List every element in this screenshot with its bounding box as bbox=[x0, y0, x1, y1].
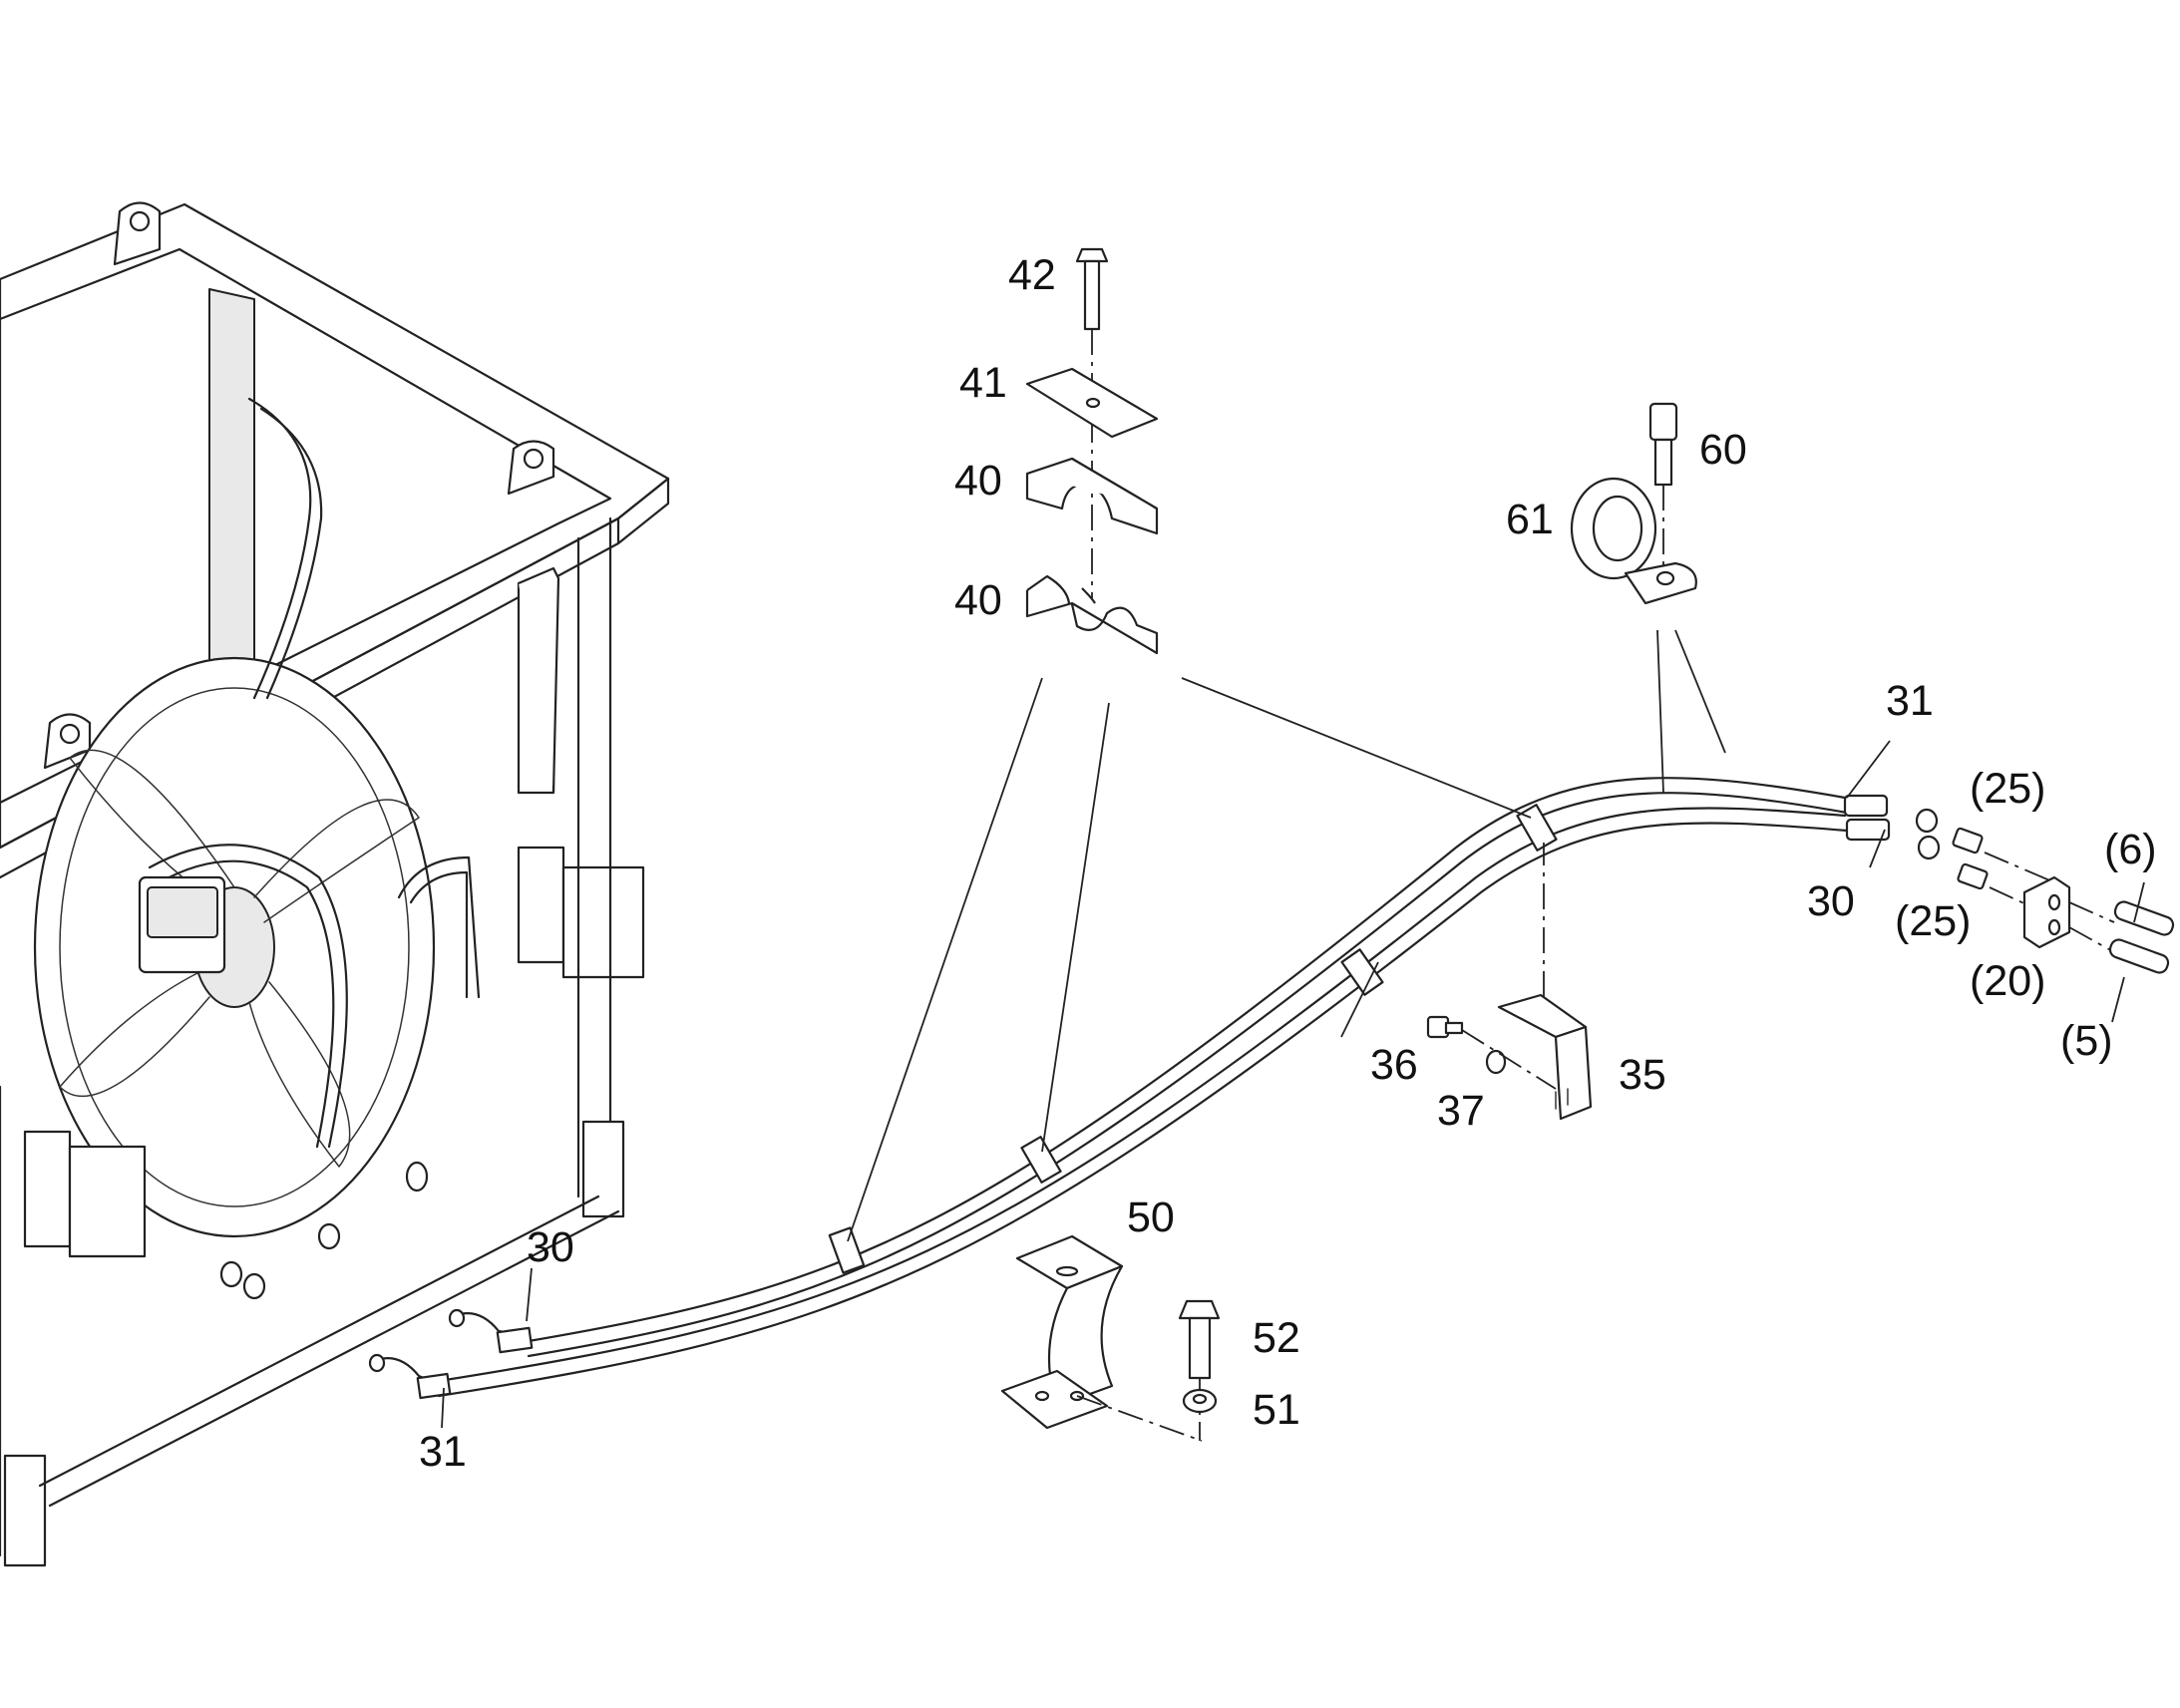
label-25-top: (25) bbox=[1970, 765, 2045, 813]
label-20: (20) bbox=[1970, 957, 2045, 1005]
bracket-35 bbox=[1426, 843, 1593, 1121]
clamp-60-61 bbox=[1570, 402, 1697, 605]
label-30-right: 30 bbox=[1807, 877, 1855, 925]
label-50: 50 bbox=[1127, 1194, 1175, 1241]
label-37: 37 bbox=[1437, 1087, 1485, 1135]
label-61: 61 bbox=[1506, 496, 1554, 543]
label-40-upper: 40 bbox=[954, 457, 1002, 505]
label-60: 60 bbox=[1699, 426, 1747, 474]
hose-assembly bbox=[368, 777, 1941, 1400]
part-labels: 42 41 40 40 60 61 31 (25) (6) 30 (25) (2… bbox=[419, 251, 2157, 1476]
radiator-frame-assembly bbox=[0, 201, 670, 1567]
label-30-left: 30 bbox=[527, 1223, 574, 1271]
fittings-right bbox=[1952, 827, 2175, 974]
label-25-bottom: (25) bbox=[1895, 897, 1971, 945]
label-40-lower: 40 bbox=[954, 576, 1002, 624]
label-6: (6) bbox=[2104, 826, 2157, 873]
label-31-top: 31 bbox=[1886, 677, 1934, 725]
label-36: 36 bbox=[1370, 1041, 1418, 1089]
support-bracket-50 bbox=[1000, 1234, 1221, 1442]
label-52: 52 bbox=[1253, 1314, 1300, 1362]
label-51: 51 bbox=[1253, 1386, 1300, 1434]
label-5: (5) bbox=[2060, 1017, 2113, 1065]
label-35: 35 bbox=[1619, 1051, 1666, 1099]
label-41: 41 bbox=[959, 359, 1007, 407]
label-31-left: 31 bbox=[419, 1428, 467, 1476]
clamp-stack-42-40 bbox=[1025, 247, 1159, 655]
leader-lines bbox=[441, 629, 2145, 1429]
label-42: 42 bbox=[1008, 251, 1056, 299]
